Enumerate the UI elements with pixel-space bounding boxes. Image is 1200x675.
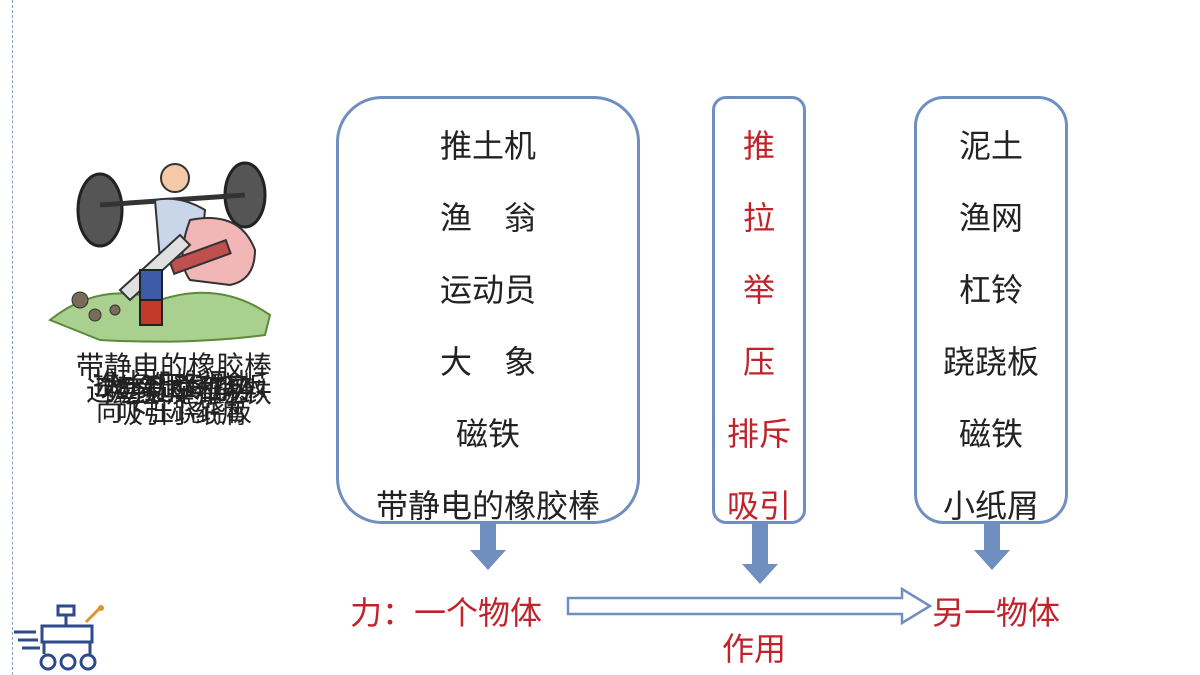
caption-text: 带静电的橡胶棒 (75, 350, 272, 383)
action-item: 举 (742, 271, 775, 309)
magnet-pole (139, 299, 163, 326)
caption-text: 磁铁吸引磁铁 (103, 376, 272, 409)
rock (88, 308, 102, 322)
action-item: 压 (742, 343, 775, 381)
action-item: 拉 (742, 199, 775, 237)
rock (71, 291, 89, 309)
caption-text: 推土机推泥土 (93, 369, 255, 400)
object-list: 泥土 渔网 杠铃 跷跷板 磁铁 小纸屑 (914, 121, 1068, 553)
action-list: 推 拉 举 压 排斥 吸引 (712, 121, 806, 553)
object-item: 渔网 (958, 199, 1023, 237)
down-arrow-left-icon (470, 524, 506, 570)
overlapping-captions: 带静电的橡胶棒 推土机推泥土 渔翁拉渔网 运动员举杠铃 大象压跷跷板 向下压跷跷… (14, 352, 334, 432)
subject-item: 运动员 (439, 271, 536, 309)
subject-item: 大 象 (439, 343, 536, 381)
down-arrow-right-icon (974, 524, 1010, 570)
subject-item: 带静电的橡胶棒 (375, 487, 600, 525)
subject-item: 磁铁 (455, 415, 520, 453)
object-item: 跷跷板 (942, 343, 1039, 381)
formula-action: 作用 (722, 630, 787, 668)
left-dashed-border (12, 0, 13, 675)
caption-text: 运动员举杠铃 (85, 374, 254, 407)
rock (109, 304, 121, 316)
right-arrow-icon (566, 586, 933, 626)
action-box (712, 96, 806, 524)
bulldozer-arm (118, 233, 192, 302)
subject-item: 推土机 (439, 127, 536, 165)
rover-logo-icon (14, 604, 104, 671)
barbell-plate-left (76, 172, 124, 248)
object-item: 杠铃 (958, 271, 1023, 309)
object-item: 磁铁 (958, 415, 1023, 453)
subject-item: 渔 翁 (439, 199, 536, 237)
object-item: 泥土 (958, 127, 1023, 165)
caption-text: 渔翁拉渔网 (109, 372, 250, 405)
formula-left: 力：一个物体 (350, 594, 543, 632)
caption-text: 大象压跷跷板 (99, 370, 268, 403)
illustration (48, 161, 272, 343)
action-item: 推 (742, 127, 775, 165)
action-item: 排斥 (726, 415, 791, 453)
action-item: 吸引 (726, 487, 791, 525)
object-box (914, 96, 1068, 524)
caption-text: 吸引小纸屑 (116, 400, 247, 430)
subject-box (336, 96, 640, 524)
down-arrow-middle-icon (742, 524, 778, 584)
caption-text: 向下压跷跷板 (95, 398, 252, 428)
object-item: 小纸屑 (942, 487, 1039, 525)
formula-right: 另一物体 (932, 594, 1061, 632)
lifter-head (160, 163, 190, 193)
subject-list: 推土机 渔 翁 运动员 大 象 磁铁 带静电的橡胶棒 (336, 121, 640, 553)
seesaw-plank (168, 238, 232, 276)
